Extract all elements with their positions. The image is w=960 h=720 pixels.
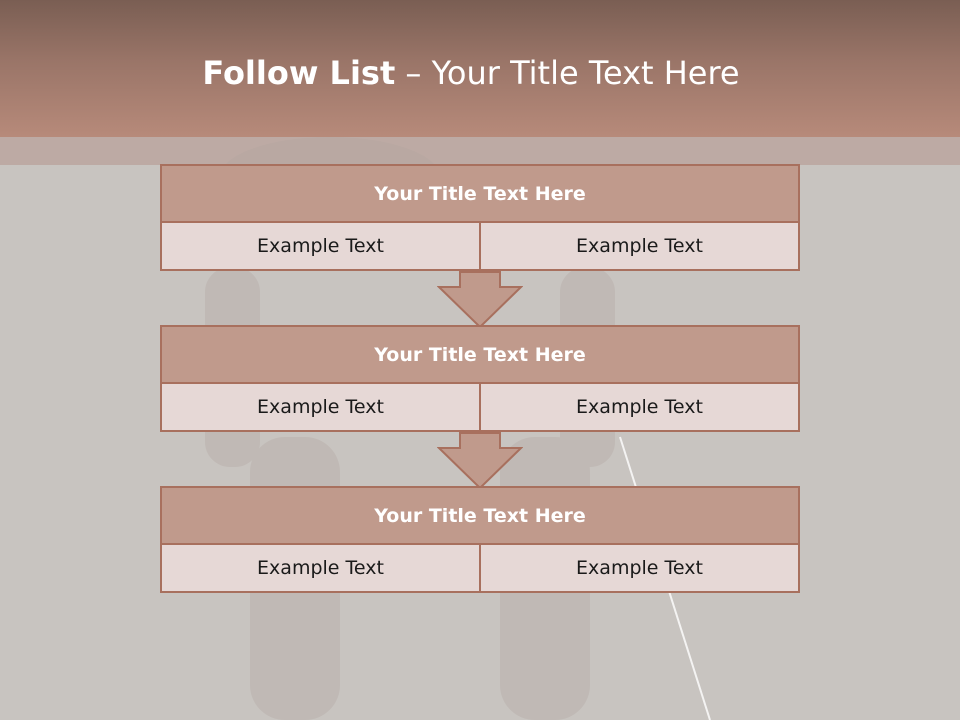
block-row: Example Text Example Text [162,384,798,430]
down-arrow-icon [437,432,523,490]
block-cell-left: Example Text [162,545,479,591]
block-cell-right: Example Text [481,545,798,591]
block-title: Your Title Text Here [162,327,798,382]
block-title: Your Title Text Here [162,488,798,543]
block-cell-right: Example Text [481,384,798,430]
block-cell-left: Example Text [162,384,479,430]
down-arrow-icon [437,271,523,329]
list-block-3: Your Title Text Here Example Text Exampl… [160,486,800,593]
block-cell-right: Example Text [481,223,798,269]
list-block-1: Your Title Text Here Example Text Exampl… [160,164,800,271]
slide-title-rest: – Your Title Text Here [395,54,740,92]
block-title: Your Title Text Here [162,166,798,221]
title-bar-band [0,137,960,165]
slide-title-bold: Follow List [202,54,396,92]
list-block-2: Your Title Text Here Example Text Exampl… [160,325,800,432]
slide-title: Follow List – Your Title Text Here [0,54,942,92]
block-row: Example Text Example Text [162,223,798,269]
block-row: Example Text Example Text [162,545,798,591]
block-cell-left: Example Text [162,223,479,269]
title-bar [0,0,960,137]
